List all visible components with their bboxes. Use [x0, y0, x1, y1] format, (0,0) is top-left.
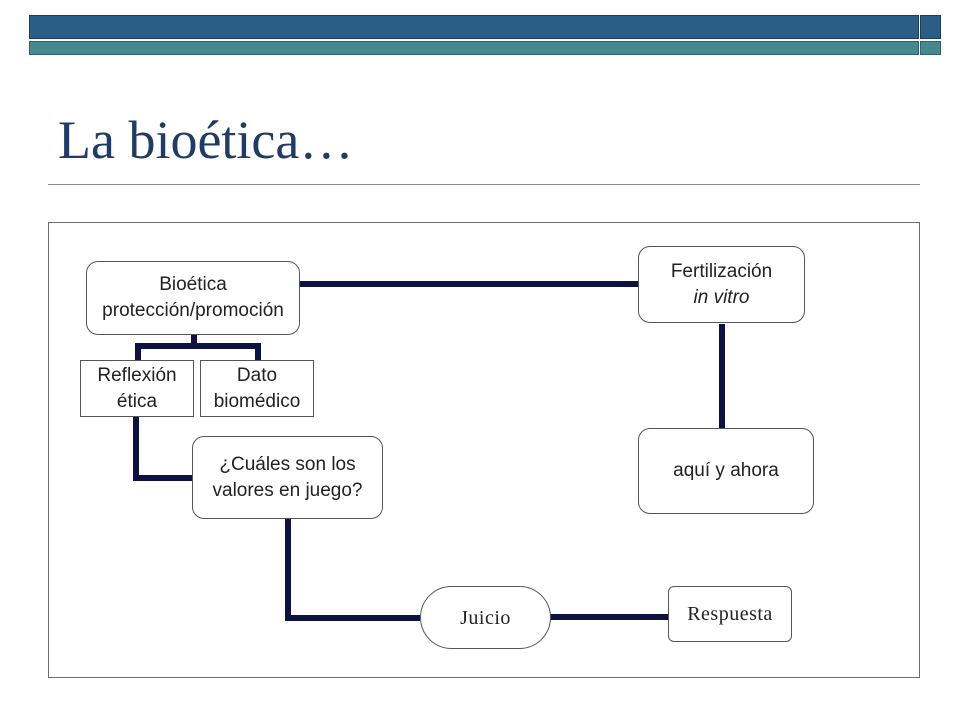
connector-bioetica-dato	[194, 343, 261, 360]
node-valores-line1: ¿Cuáles son los	[219, 453, 356, 475]
header-square-light	[920, 41, 941, 55]
connector-valores-juicio	[285, 518, 420, 621]
node-respuesta: Respuesta	[668, 586, 792, 642]
diagram-frame	[48, 222, 920, 678]
header-square-dark	[920, 15, 941, 39]
node-reflexion-line1: Reflexión	[97, 364, 177, 386]
node-dato: Dato biomédico	[200, 360, 314, 417]
node-dato-line1: Dato	[236, 364, 278, 386]
node-respuesta-line1: Respuesta	[687, 603, 773, 625]
node-dato-line2: biomédico	[213, 390, 301, 412]
slide-title: La bioética…	[58, 110, 354, 170]
node-aqui-line1: aquí y ahora	[673, 460, 779, 481]
header-band-dark	[29, 15, 919, 39]
node-valores-line2: valores en juego?	[212, 479, 363, 501]
node-reflexion-line2: ética	[116, 390, 158, 412]
connector-bioetica-branch	[135, 334, 197, 360]
node-bioetica: Bioética protección/promoción	[86, 261, 300, 335]
node-valores: ¿Cuáles son los valores en juego?	[192, 436, 383, 519]
node-fertilizacion-line1: Fertilización	[670, 260, 773, 282]
node-aqui-y-ahora: aquí y ahora	[638, 428, 814, 514]
header-decoration	[29, 15, 941, 55]
node-fertilizacion-line2: in vitro	[693, 286, 750, 308]
node-bioetica-line1: Bioética	[159, 274, 227, 295]
connector-reflexion-valores	[133, 416, 192, 481]
node-bioetica-line2: protección/promoción	[102, 300, 284, 321]
node-fertilizacion: Fertilización in vitro	[638, 246, 805, 323]
node-juicio: Juicio	[420, 586, 551, 649]
header-band-light	[29, 41, 919, 55]
node-juicio-line1: Juicio	[460, 606, 511, 629]
node-reflexion: Reflexión ética	[80, 360, 194, 417]
title-divider	[48, 184, 920, 185]
